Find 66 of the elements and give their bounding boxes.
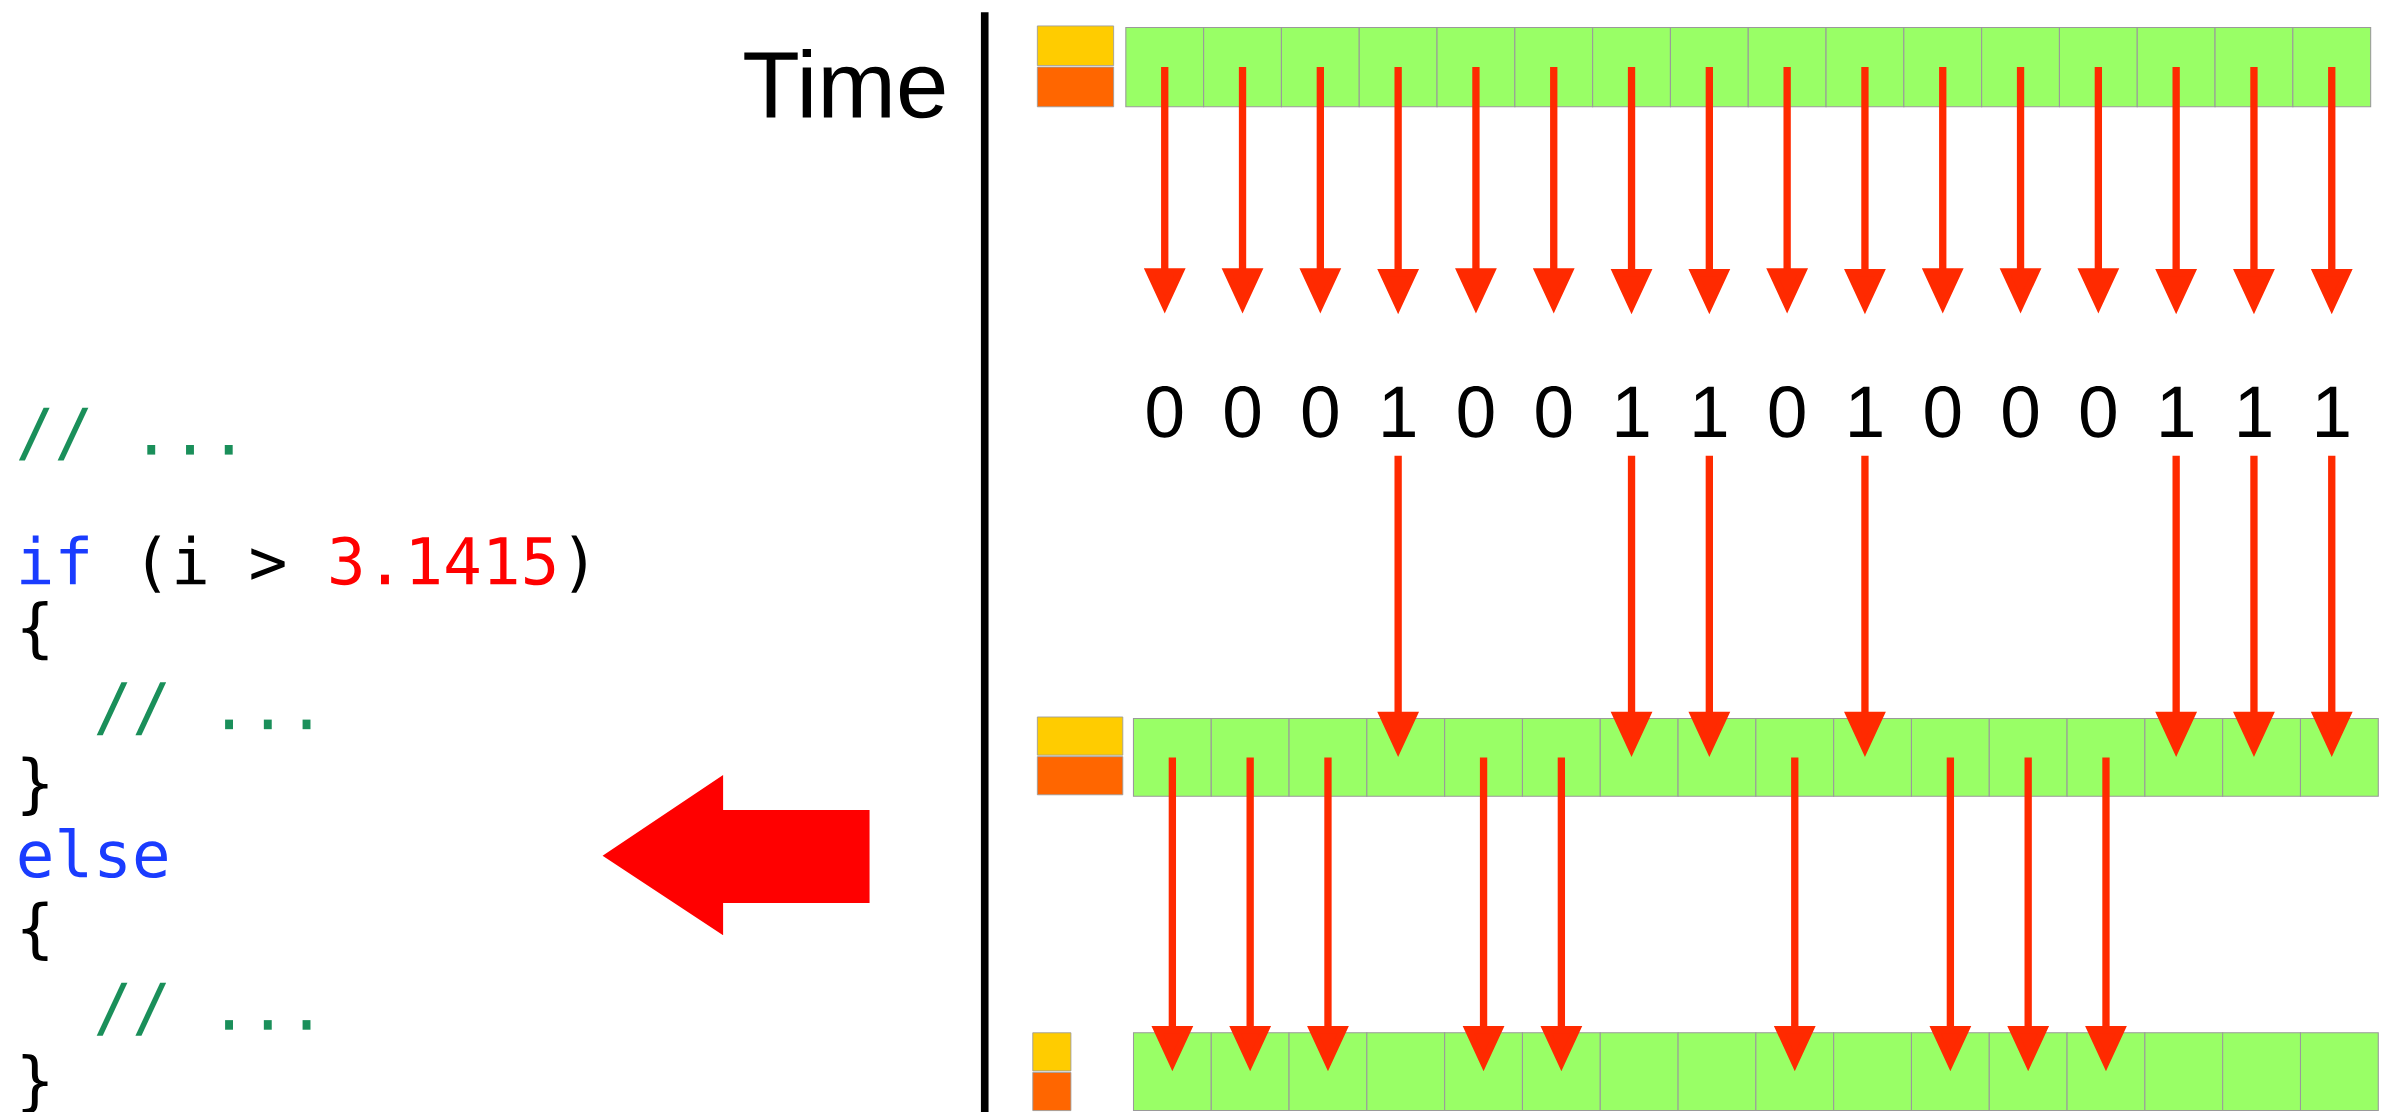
cell-box	[1903, 26, 1983, 108]
digit-label: 1	[2317, 386, 2349, 437]
code-text: // ...	[18, 407, 233, 461]
cell-box	[1910, 717, 1990, 797]
cell-box	[1436, 26, 1516, 108]
status-square	[1032, 1071, 1072, 1111]
code-text: )	[571, 535, 586, 593]
digit-label: 0	[1536, 386, 1572, 438]
code-text: (i >	[145, 535, 285, 593]
cell-box	[1132, 717, 1212, 797]
digit-label: 1	[1616, 386, 1649, 437]
cell-box	[1280, 26, 1360, 108]
cell-box	[1747, 26, 1827, 108]
code-text: // ...	[96, 682, 311, 736]
cell-box	[1677, 1032, 1757, 1112]
cell-box	[1669, 26, 1749, 108]
status-square	[1036, 25, 1115, 66]
code-text: }	[22, 756, 48, 816]
digit-label: 0	[1147, 386, 1183, 438]
cell-box	[1599, 1032, 1679, 1112]
cell-box	[1288, 717, 1368, 797]
cell-box	[1988, 717, 2068, 797]
cell-box	[1521, 717, 1601, 797]
digit-label: 0	[2003, 386, 2038, 438]
cell-box	[1592, 26, 1671, 108]
cell-box	[1833, 1032, 1913, 1112]
digit-label: 1	[1383, 386, 1415, 437]
cell-box	[2058, 26, 2138, 108]
digit-label: 0	[1302, 386, 1338, 438]
code-text: else	[19, 827, 167, 879]
code-text: 3.1415	[331, 536, 555, 586]
code-text: {	[22, 600, 48, 661]
cell-box	[2066, 717, 2146, 797]
cell-box	[1210, 717, 1290, 797]
status-square	[1036, 756, 1124, 796]
code-text: {	[22, 901, 48, 961]
digit-label: 0	[1925, 386, 1961, 438]
cell-box	[2222, 1032, 2302, 1112]
cell-box	[1755, 717, 1835, 797]
cell-box	[1366, 1032, 1446, 1112]
cell-box	[2292, 26, 2372, 108]
digit-label: 0	[1458, 386, 1494, 438]
cell-box	[1981, 26, 2060, 108]
code-text: // ...	[96, 982, 311, 1036]
digit-label: 1	[2161, 386, 2193, 437]
code-text: if	[21, 535, 88, 585]
cell-box	[1358, 26, 1438, 108]
digit-label: 1	[2239, 386, 2271, 437]
status-square	[1032, 1032, 1072, 1072]
status-square	[1036, 716, 1124, 756]
digit-label: 0	[1769, 386, 1805, 438]
status-square	[1036, 66, 1115, 108]
digit-label: 0	[1225, 386, 1260, 438]
cell-box	[1444, 717, 1523, 797]
cell-box	[2136, 26, 2216, 108]
cell-box	[1514, 26, 1594, 108]
cell-box	[1825, 26, 1905, 108]
digit-label: 1	[1694, 386, 1727, 437]
digit-label: 0	[2080, 386, 2116, 438]
axis-label: Time	[744, 49, 945, 119]
cell-box	[1203, 26, 1282, 108]
cell-box	[2299, 1032, 2379, 1112]
cell-box	[1125, 26, 1205, 108]
cell-box	[2144, 1032, 2224, 1112]
cell-box	[2214, 26, 2294, 108]
digit-label: 1	[1850, 386, 1882, 437]
